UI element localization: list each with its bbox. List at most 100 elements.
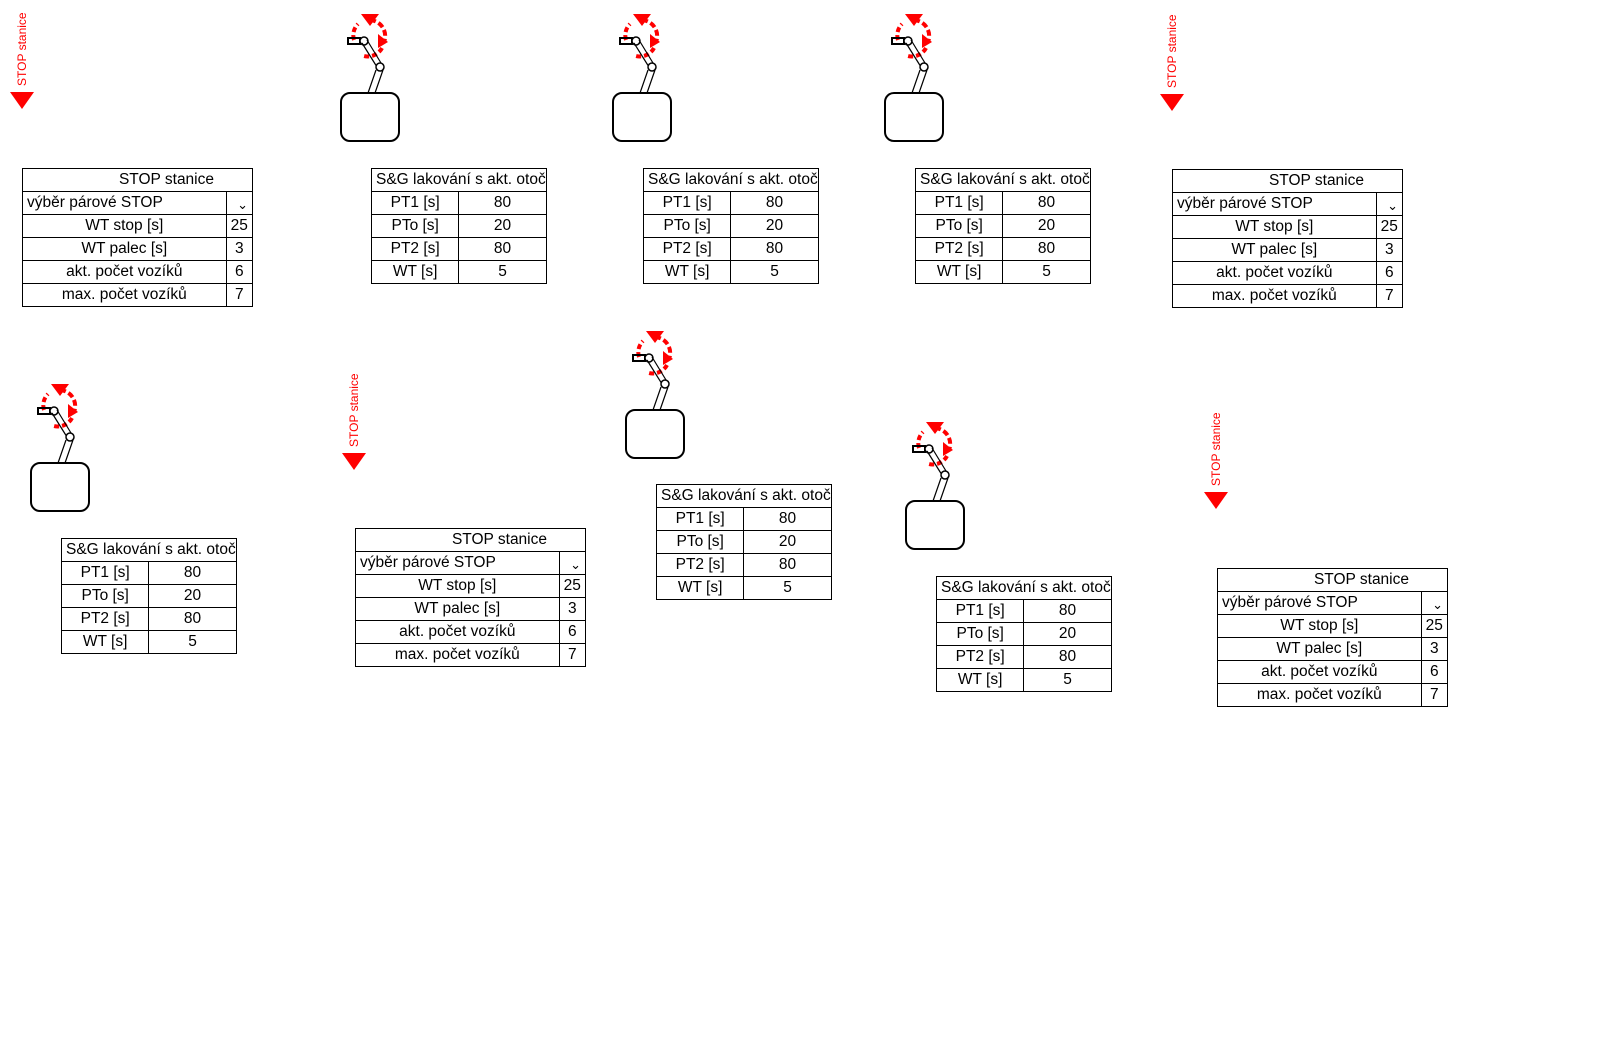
pt2-value[interactable]: 80: [743, 553, 832, 577]
stop-arrow-icon: [1204, 492, 1228, 509]
stop-arrow-icon: [10, 92, 34, 109]
chevron-down-icon[interactable]: ⌄: [1387, 198, 1398, 213]
pt1-value[interactable]: 80: [730, 191, 819, 215]
robot-arm-icon[interactable]: [625, 329, 695, 464]
stop-station-table: STOP stanice výběr párové STOP ⌄ WT stop…: [355, 528, 587, 667]
wt-value[interactable]: 5: [1023, 668, 1112, 692]
row-label: WT stop [s]: [355, 574, 560, 598]
pto-value[interactable]: 20: [730, 214, 819, 238]
pt2-value[interactable]: 80: [1023, 645, 1112, 669]
pt2-value[interactable]: 80: [1002, 237, 1091, 261]
pt1-value[interactable]: 80: [148, 561, 237, 585]
select-label: výběr párové STOP: [22, 191, 227, 215]
select-label: výběr párové STOP: [355, 551, 560, 575]
table-title: S&G lakování s akt. otoč: [61, 538, 237, 562]
pair-stop-select[interactable]: ⌄: [1375, 192, 1404, 216]
max-pocet-value[interactable]: 7: [558, 643, 587, 667]
wt-palec-value[interactable]: 3: [558, 597, 587, 621]
table-title: STOP stanice: [1172, 169, 1403, 193]
stop-marker-label: STOP stanice: [347, 373, 361, 447]
row-label: PT1 [s]: [655, 507, 745, 531]
wt-palec-value[interactable]: 3: [1420, 637, 1449, 661]
row-label: PT2 [s]: [914, 237, 1004, 261]
row-label: WT [s]: [60, 630, 150, 654]
row-label: PT1 [s]: [914, 191, 1004, 215]
table-title: S&G lakování s akt. otoč: [371, 168, 547, 192]
row-label: akt. počet vozíků: [1172, 261, 1377, 285]
pto-value[interactable]: 20: [1002, 214, 1091, 238]
robot-arm-icon[interactable]: [30, 382, 100, 517]
pt1-value[interactable]: 80: [1002, 191, 1091, 215]
wt-stop-value[interactable]: 25: [225, 214, 254, 238]
robot-station-table: S&G lakování s akt. otoč PT1 [s]80 PTo […: [914, 168, 1091, 284]
wt-stop-value[interactable]: 25: [1420, 614, 1449, 638]
max-pocet-value[interactable]: 7: [225, 283, 254, 307]
chevron-down-icon[interactable]: ⌄: [1432, 597, 1443, 612]
pair-stop-select[interactable]: ⌄: [558, 551, 587, 575]
pt2-value[interactable]: 80: [730, 237, 819, 261]
row-label: PT1 [s]: [935, 599, 1025, 623]
robot-arm-icon[interactable]: [340, 12, 410, 147]
stop-marker: STOP stanice: [1160, 8, 1202, 118]
wt-stop-value[interactable]: 25: [1375, 215, 1404, 239]
row-label: max. počet vozíků: [1172, 284, 1377, 308]
row-label: max. počet vozíků: [22, 283, 227, 307]
row-label: WT [s]: [935, 668, 1025, 692]
robot-arm-icon[interactable]: [905, 420, 975, 555]
akt-pocet-value[interactable]: 6: [225, 260, 254, 284]
pto-value[interactable]: 20: [148, 584, 237, 608]
wt-stop-value[interactable]: 25: [558, 574, 587, 598]
wt-palec-value[interactable]: 3: [225, 237, 254, 261]
pt1-value[interactable]: 80: [743, 507, 832, 531]
table-title: S&G lakování s akt. otoč: [656, 484, 832, 508]
pair-stop-select[interactable]: ⌄: [1420, 591, 1449, 615]
row-label: WT [s]: [655, 576, 745, 600]
stop-station-table: STOP stanice výběr párové STOP ⌄ WT stop…: [1172, 169, 1404, 308]
stop-marker: STOP stanice: [10, 6, 52, 116]
stop-marker-label: STOP stanice: [15, 12, 29, 86]
pt1-value[interactable]: 80: [1023, 599, 1112, 623]
row-label: WT [s]: [370, 260, 460, 284]
row-label: akt. počet vozíků: [355, 620, 560, 644]
stop-station-table: STOP stanice výběr párové STOP ⌄ WT stop…: [22, 168, 254, 307]
chevron-down-icon[interactable]: ⌄: [570, 557, 581, 572]
row-label: PT2 [s]: [60, 607, 150, 631]
row-label: WT palec [s]: [1217, 637, 1422, 661]
chevron-down-icon[interactable]: ⌄: [237, 197, 248, 212]
pt2-value[interactable]: 80: [148, 607, 237, 631]
akt-pocet-value[interactable]: 6: [558, 620, 587, 644]
row-label: PT2 [s]: [370, 237, 460, 261]
pto-value[interactable]: 20: [1023, 622, 1112, 646]
max-pocet-value[interactable]: 7: [1375, 284, 1404, 308]
wt-value[interactable]: 5: [148, 630, 237, 654]
pair-stop-select[interactable]: ⌄: [225, 191, 254, 215]
row-label: PTo [s]: [655, 530, 745, 554]
max-pocet-value[interactable]: 7: [1420, 683, 1449, 707]
row-label: PT2 [s]: [655, 553, 745, 577]
akt-pocet-value[interactable]: 6: [1375, 261, 1404, 285]
table-title: S&G lakování s akt. otoč: [936, 576, 1112, 600]
pt1-value[interactable]: 80: [458, 191, 547, 215]
wt-palec-value[interactable]: 3: [1375, 238, 1404, 262]
akt-pocet-value[interactable]: 6: [1420, 660, 1449, 684]
pto-value[interactable]: 20: [458, 214, 547, 238]
row-label: max. počet vozíků: [1217, 683, 1422, 707]
row-label: PT1 [s]: [370, 191, 460, 215]
wt-value[interactable]: 5: [458, 260, 547, 284]
stop-marker-label: STOP stanice: [1209, 412, 1223, 486]
stop-marker: STOP stanice: [1204, 406, 1246, 516]
row-label: akt. počet vozíků: [22, 260, 227, 284]
row-label: WT palec [s]: [355, 597, 560, 621]
row-label: akt. počet vozíků: [1217, 660, 1422, 684]
row-label: PT2 [s]: [935, 645, 1025, 669]
select-label: výběr párové STOP: [1217, 591, 1422, 615]
wt-value[interactable]: 5: [743, 576, 832, 600]
wt-value[interactable]: 5: [1002, 260, 1091, 284]
robot-arm-icon[interactable]: [884, 12, 954, 147]
row-label: max. počet vozíků: [355, 643, 560, 667]
wt-value[interactable]: 5: [730, 260, 819, 284]
robot-arm-icon[interactable]: [612, 12, 682, 147]
pt2-value[interactable]: 80: [458, 237, 547, 261]
pto-value[interactable]: 20: [743, 530, 832, 554]
row-label: PTo [s]: [370, 214, 460, 238]
